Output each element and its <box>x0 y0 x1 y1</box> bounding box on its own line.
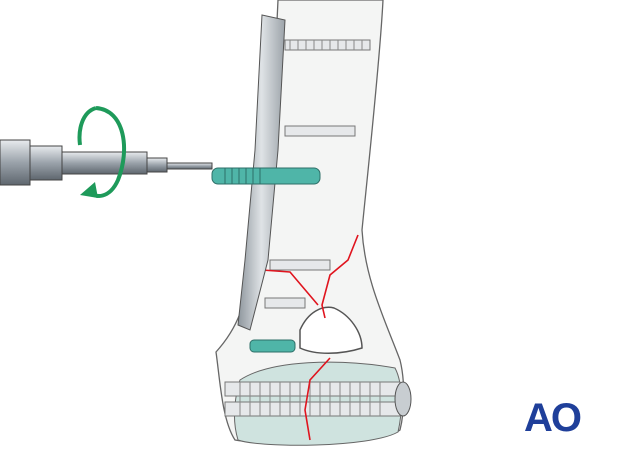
olecranon-fossa <box>299 306 363 354</box>
fracture-lines <box>261 234 359 441</box>
bone-screws <box>224 39 401 417</box>
screwdriver <box>0 139 213 186</box>
screw-head <box>394 381 412 417</box>
clockwise-rotation-arrow-icon <box>77 106 127 198</box>
screw-threads <box>239 40 381 416</box>
ao-logo: AO <box>524 396 582 440</box>
screw-lower <box>249 339 296 353</box>
inserted-screw <box>211 167 321 185</box>
